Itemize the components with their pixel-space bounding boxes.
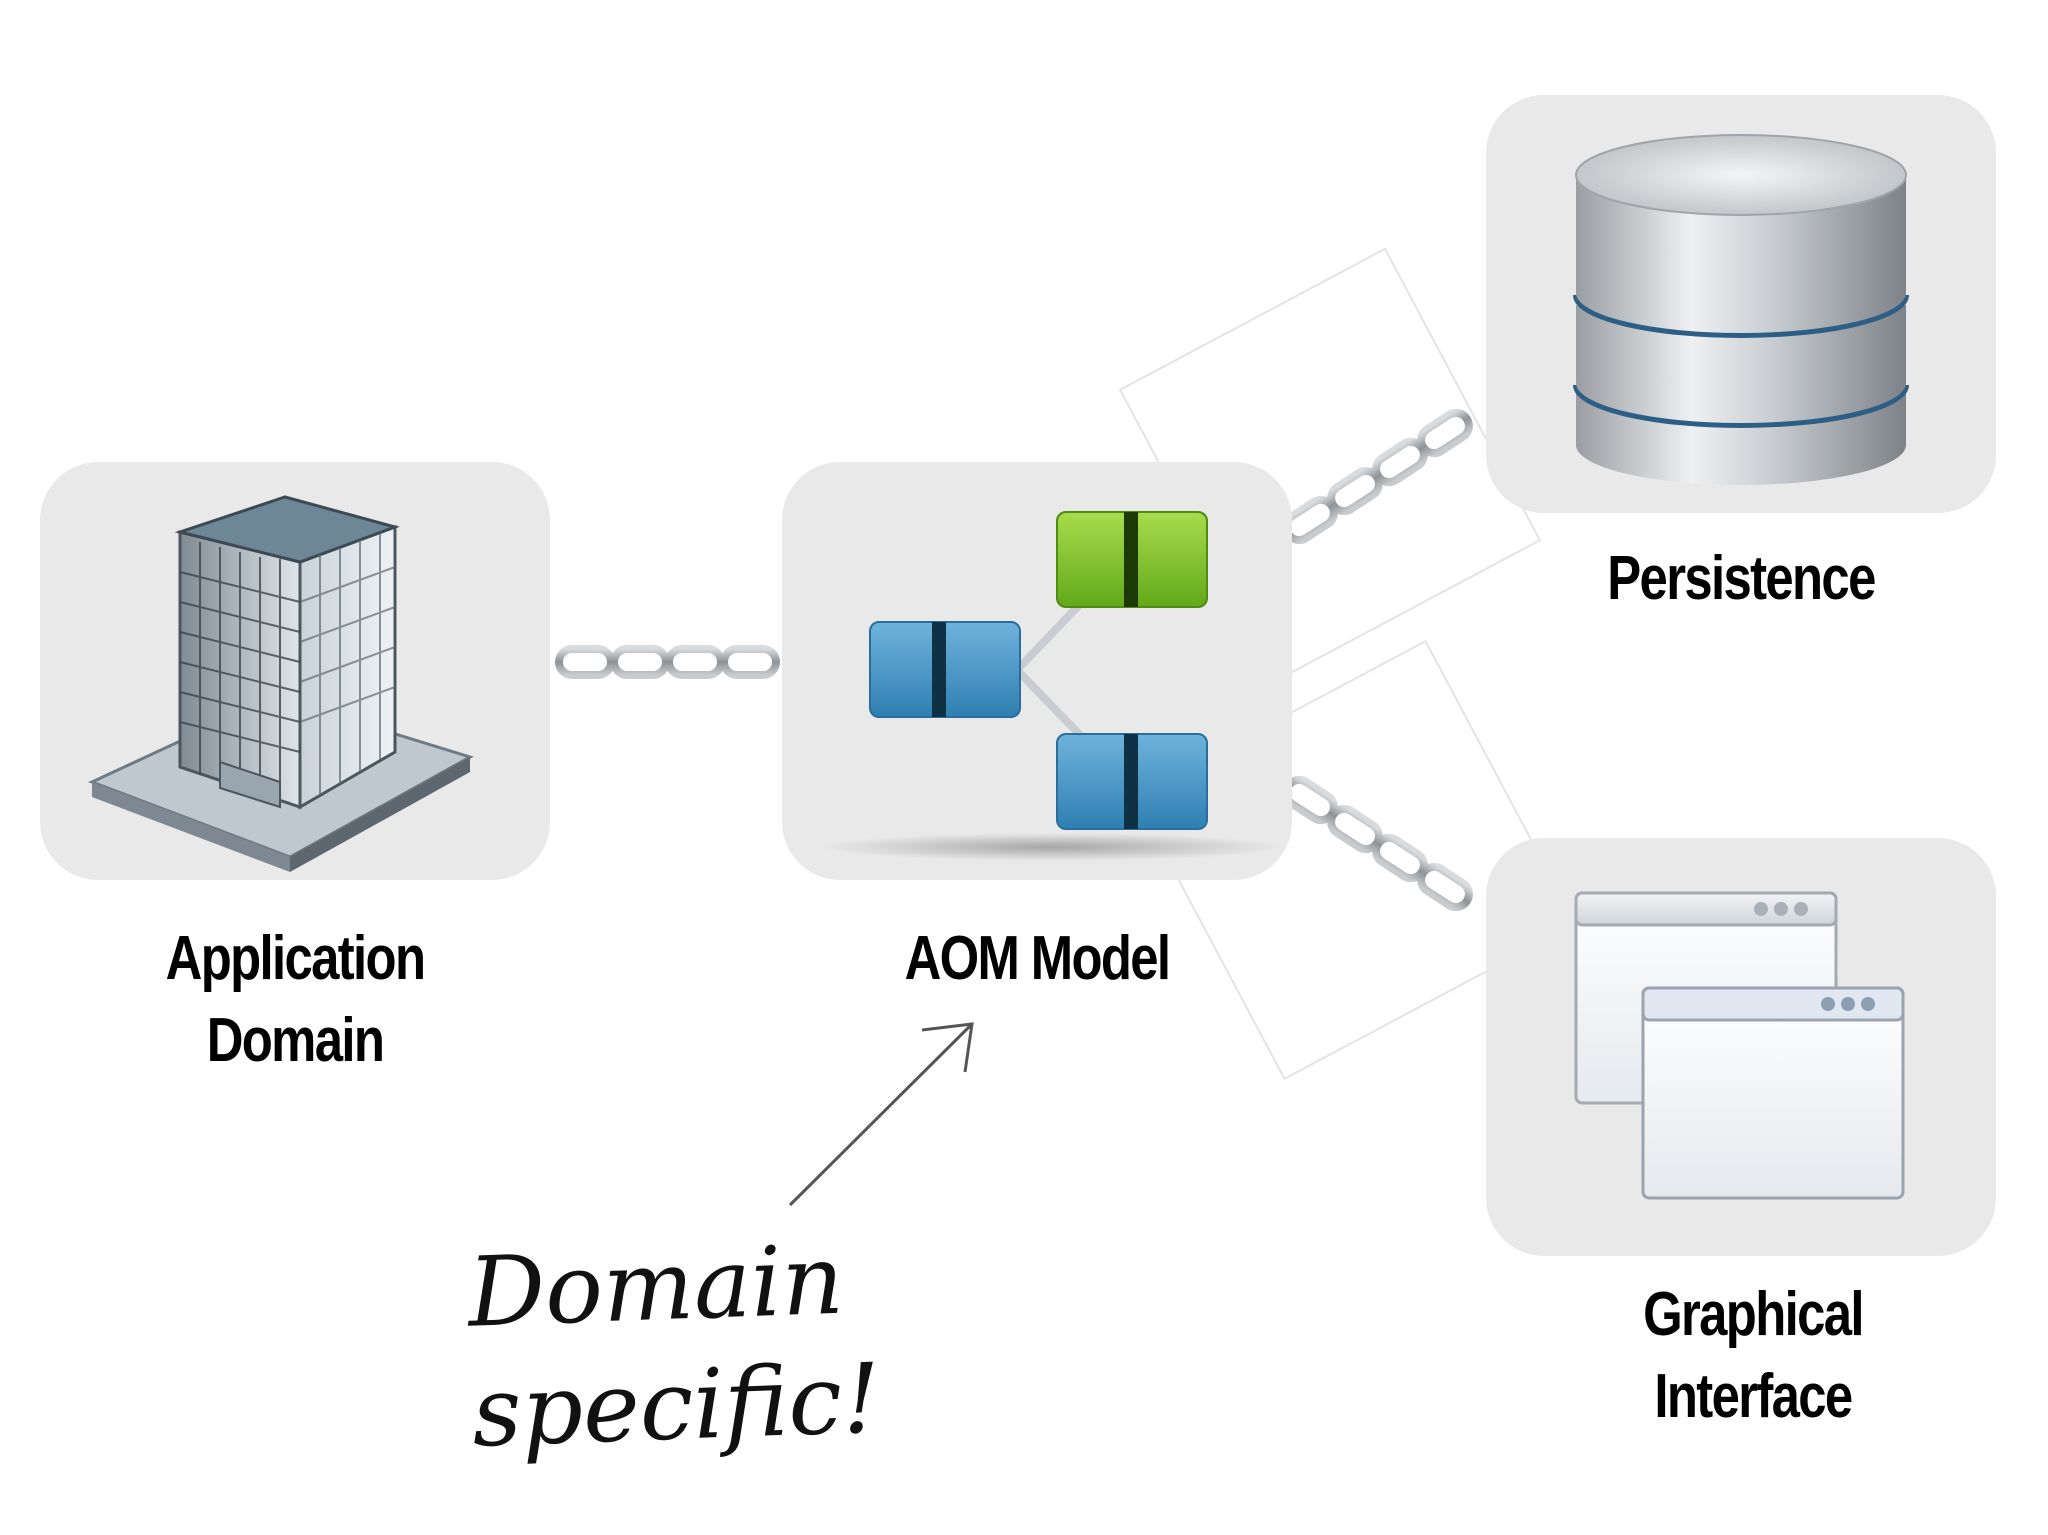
application-domain-label: Application Domain	[131, 918, 459, 1082]
graphical-interface-tile[interactable]	[1486, 838, 1996, 1256]
application-domain-line2: Domain	[206, 1006, 385, 1075]
domain-specific-annotation: Domain specific!	[466, 1217, 914, 1472]
annotation-line2: specific!	[470, 1342, 883, 1469]
aom-model-label: AOM Model	[873, 918, 1201, 1000]
application-domain-line1: Application	[165, 924, 426, 993]
persistence-label: Persistence	[1577, 538, 1905, 620]
graphical-interface-line1: Graphical	[1643, 1280, 1864, 1349]
annotation-line1: Domain	[466, 1223, 846, 1349]
chain-aom-to-interface	[1281, 775, 1474, 912]
aom-model-title: AOM Model	[904, 924, 1171, 993]
model-blocks-icon	[822, 511, 1282, 861]
front-window-icon	[1641, 986, 1905, 1200]
persistence-title: Persistence	[1607, 544, 1876, 613]
chain-application-to-aom	[548, 649, 788, 675]
graphical-interface-line2: Interface	[1654, 1362, 1853, 1431]
database-icon	[1573, 134, 1909, 485]
windows-icon	[1574, 891, 1905, 1200]
annotation-arrow	[788, 1022, 974, 1207]
application-domain-tile[interactable]	[40, 462, 550, 880]
persistence-tile[interactable]	[1486, 95, 1996, 513]
aom-model-tile[interactable]	[782, 462, 1292, 880]
chain-aom-to-persistence	[1281, 408, 1474, 545]
office-building-icon	[88, 495, 474, 872]
graphical-interface-label: Graphical Interface	[1589, 1274, 1917, 1438]
